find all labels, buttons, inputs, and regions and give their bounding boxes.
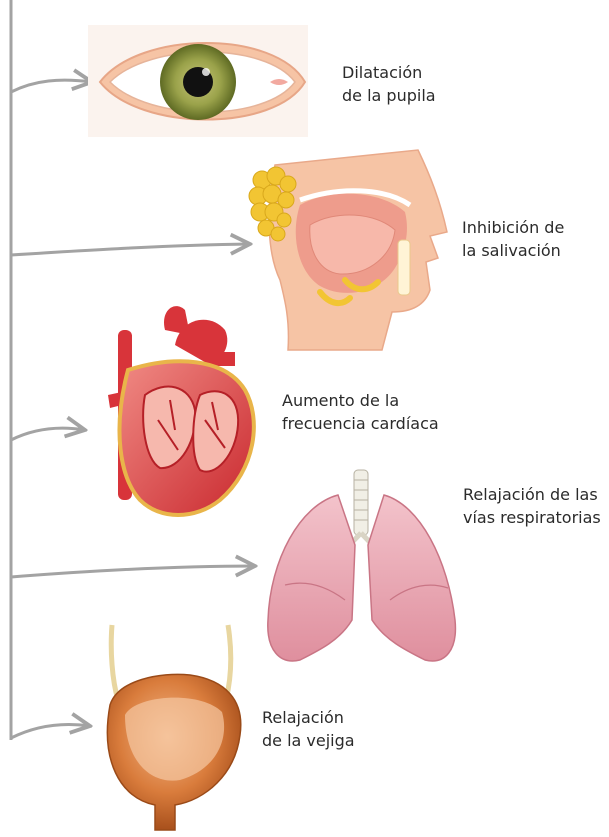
label-heart-line1: Aumento de la — [282, 389, 439, 412]
salivary-head-illustration — [249, 150, 447, 350]
label-airways-line1: Relajación de las — [463, 483, 601, 506]
label-saliva: Inhibición de la salivación — [462, 216, 564, 262]
label-saliva-line2: la salivación — [462, 239, 564, 262]
label-bladder-line2: de la vejiga — [262, 729, 355, 752]
heart-illustration — [108, 306, 254, 515]
label-bladder: Relajación de la vejiga — [262, 706, 355, 752]
arrow-airways — [11, 566, 255, 577]
label-pupil-line1: Dilatación — [342, 61, 436, 84]
label-heart: Aumento de la frecuencia cardíaca — [282, 389, 439, 435]
label-airways: Relajación de las vías respiratorias — [463, 483, 601, 529]
label-pupil: Dilatación de la pupila — [342, 61, 436, 107]
label-bladder-line1: Relajación — [262, 706, 355, 729]
arrow-saliva — [11, 244, 250, 255]
label-pupil-line2: de la pupila — [342, 84, 436, 107]
label-saliva-line1: Inhibición de — [462, 216, 564, 239]
lungs-illustration — [268, 470, 456, 661]
bladder-illustration — [107, 625, 240, 830]
eye-illustration — [88, 25, 308, 137]
label-heart-line2: frecuencia cardíaca — [282, 412, 439, 435]
label-airways-line2: vías respiratorias — [463, 506, 601, 529]
arrow-pupil — [11, 80, 92, 92]
arrow-heart — [11, 428, 85, 440]
arrow-bladder — [11, 725, 90, 739]
